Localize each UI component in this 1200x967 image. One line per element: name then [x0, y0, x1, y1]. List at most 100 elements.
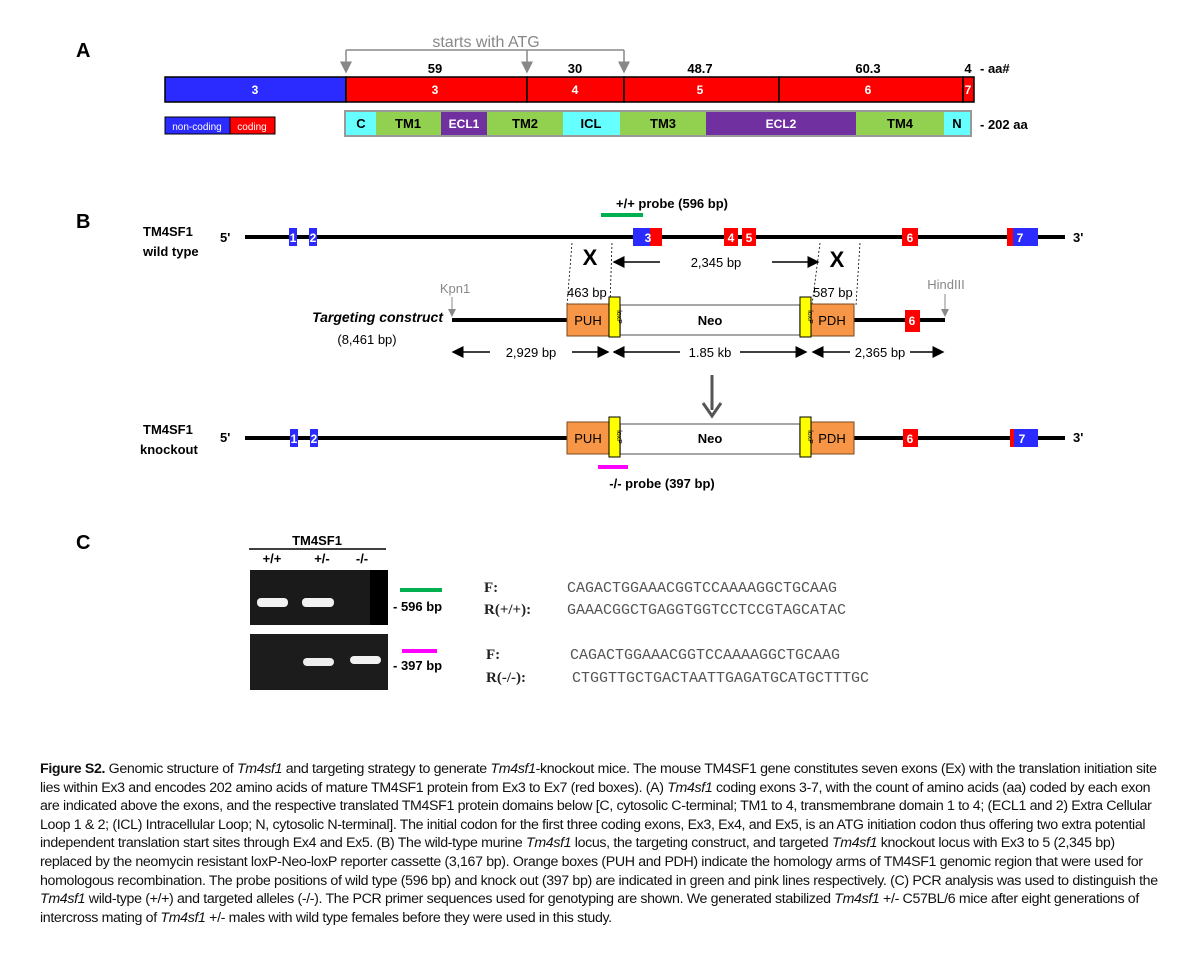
- targeting-construct: [452, 296, 945, 338]
- legend: non-coding coding: [164, 116, 276, 135]
- gene-name: Tm4sf1: [236, 761, 283, 777]
- exon-label: 3: [645, 231, 652, 245]
- aa-counts: 59 30 48.7 60.3 4 - aa#: [428, 61, 1011, 76]
- right-arm-size: 587 bp: [813, 285, 853, 300]
- primer-name: R(+/+):: [484, 602, 531, 618]
- domain-tm3: [620, 112, 706, 135]
- exon-label: 6: [909, 314, 916, 328]
- domain-label: N: [952, 116, 961, 131]
- caption-text: +/- males with wild type females before …: [205, 909, 612, 926]
- domain-tm2: [487, 112, 563, 135]
- caption-text: -knockout mice. The mouse TM4SF1 gene co…: [40, 761, 1157, 796]
- band: [350, 656, 381, 664]
- gene-name: Tm4sf1: [834, 891, 880, 908]
- ko-locus: [245, 416, 1065, 458]
- crossover-left: X: [583, 245, 598, 270]
- primer-seq: GAAACGGCTGAGGTGGTCCTCCGTAGCATAC: [567, 602, 846, 619]
- caption-text: wild-type (+/+) and targeted alleles (-/…: [85, 891, 835, 908]
- exon-3-noncoding: [164, 76, 347, 103]
- panel-b-label: B: [76, 211, 90, 233]
- protein-length: - 202 aa: [980, 117, 1028, 132]
- homology-guides: [566, 242, 861, 306]
- ko-probe-label: -/- probe (397 bp): [609, 476, 714, 491]
- exon-label: 6: [907, 231, 914, 245]
- loxp-label: loxP: [806, 310, 813, 324]
- domain-ecl2: [706, 112, 856, 135]
- exon-label: 4: [572, 83, 579, 97]
- aa-count: 30: [568, 61, 582, 76]
- loxp-label: loxP: [806, 430, 813, 444]
- dim-label: 2,929 bp: [506, 345, 557, 360]
- panel-a-label: A: [76, 40, 90, 62]
- exon-label: 2: [310, 231, 317, 245]
- exon-label: 4: [728, 231, 735, 245]
- exon-bar: [164, 76, 975, 103]
- hindiii-site: HindIII: [927, 277, 965, 292]
- construct-title: Targeting construct: [312, 309, 444, 325]
- figure: A starts with ATG 59 30 48.7 60.3 4 - aa…: [76, 34, 1083, 690]
- domain-icl: [563, 112, 620, 135]
- exon-label: 1: [291, 432, 298, 446]
- legend-coding: coding: [237, 122, 266, 133]
- gel-gene: TM4SF1: [292, 533, 342, 548]
- loxp-label: loxP: [615, 310, 622, 324]
- domain-label: TM1: [395, 116, 421, 131]
- exon-label: 7: [1019, 432, 1026, 446]
- gene-name: Tm4sf1: [490, 761, 536, 777]
- ko-probe-marker: [402, 649, 437, 653]
- gene-name: Tm4sf1: [831, 835, 878, 852]
- domain-bar: [344, 110, 972, 137]
- exon-label: 2: [311, 432, 318, 446]
- aa-count: 59: [428, 61, 442, 76]
- aa-count: 48.7: [687, 61, 712, 76]
- pdh-label: PDH: [818, 313, 845, 328]
- atg-note: starts with ATG: [432, 34, 539, 51]
- band: [303, 658, 334, 666]
- primer-seq: CAGACTGGAAACGGTCCAAAAGGCTGCAAG: [567, 580, 837, 597]
- domain-ecl1: [441, 112, 487, 135]
- ko-band-size: - 397 bp: [393, 658, 442, 673]
- caption-title: Figure S2.: [40, 761, 106, 777]
- band: [302, 598, 334, 607]
- caption-text: locus, the targeting construct, and targ…: [571, 835, 832, 852]
- kpn1-site: Kpn1: [440, 281, 470, 296]
- exon-label: 1: [290, 231, 297, 245]
- aa-count: 4: [964, 61, 972, 76]
- exon-label: 6: [907, 432, 914, 446]
- deleted-size: 2,345 bp: [691, 255, 742, 270]
- lane-label: +/-: [314, 551, 330, 566]
- gel-ko: [250, 634, 388, 690]
- primer-seq: CTGGTTGCTGACTAATTGAGATGCATGCTTTGC: [572, 670, 869, 687]
- construct-size: (8,461 bp): [337, 332, 396, 347]
- ko-label: TM4SF1: [143, 422, 193, 437]
- primer-name: F:: [486, 647, 500, 663]
- recombination-arrow: [701, 375, 723, 419]
- ko-probe-line: [598, 465, 628, 469]
- band: [257, 598, 288, 607]
- exon-7: [962, 76, 975, 103]
- caption-text: and targeting strategy to generate: [282, 761, 491, 777]
- exon-label: 5: [746, 231, 753, 245]
- domain-c: [346, 112, 376, 135]
- gene-name: Tm4sf1: [40, 891, 86, 908]
- puh-label: PUH: [574, 431, 601, 446]
- aa-count: 60.3: [855, 61, 880, 76]
- primer-seq: CAGACTGGAAACGGTCCAAAAGGCTGCAAG: [570, 647, 840, 664]
- primer-name: R(-/-):: [486, 670, 526, 686]
- three-prime: 3': [1073, 430, 1083, 445]
- crossover-right: X: [830, 247, 845, 272]
- wt-probe-marker: [400, 588, 442, 592]
- domain-tm4: [856, 112, 944, 135]
- caption-text: knockout locus with Ex3 to 5 (2,345 bp) …: [40, 835, 1158, 889]
- figure-caption: Figure S2. Genomic structure of Tm4sf1 a…: [40, 760, 1165, 927]
- loxp-label: loxP: [615, 430, 622, 444]
- legend-noncoding: non-coding: [172, 122, 221, 133]
- gene-name: Tm4sf1: [526, 835, 572, 852]
- wt-exons: [289, 228, 1038, 246]
- lane-label: +/+: [263, 551, 282, 566]
- neo-label: Neo: [698, 431, 723, 446]
- aa-suffix: - aa#: [980, 61, 1010, 76]
- five-prime: 5': [220, 230, 230, 245]
- pdh-label: PDH: [818, 431, 845, 446]
- gene-name: Tm4sf1: [160, 909, 206, 926]
